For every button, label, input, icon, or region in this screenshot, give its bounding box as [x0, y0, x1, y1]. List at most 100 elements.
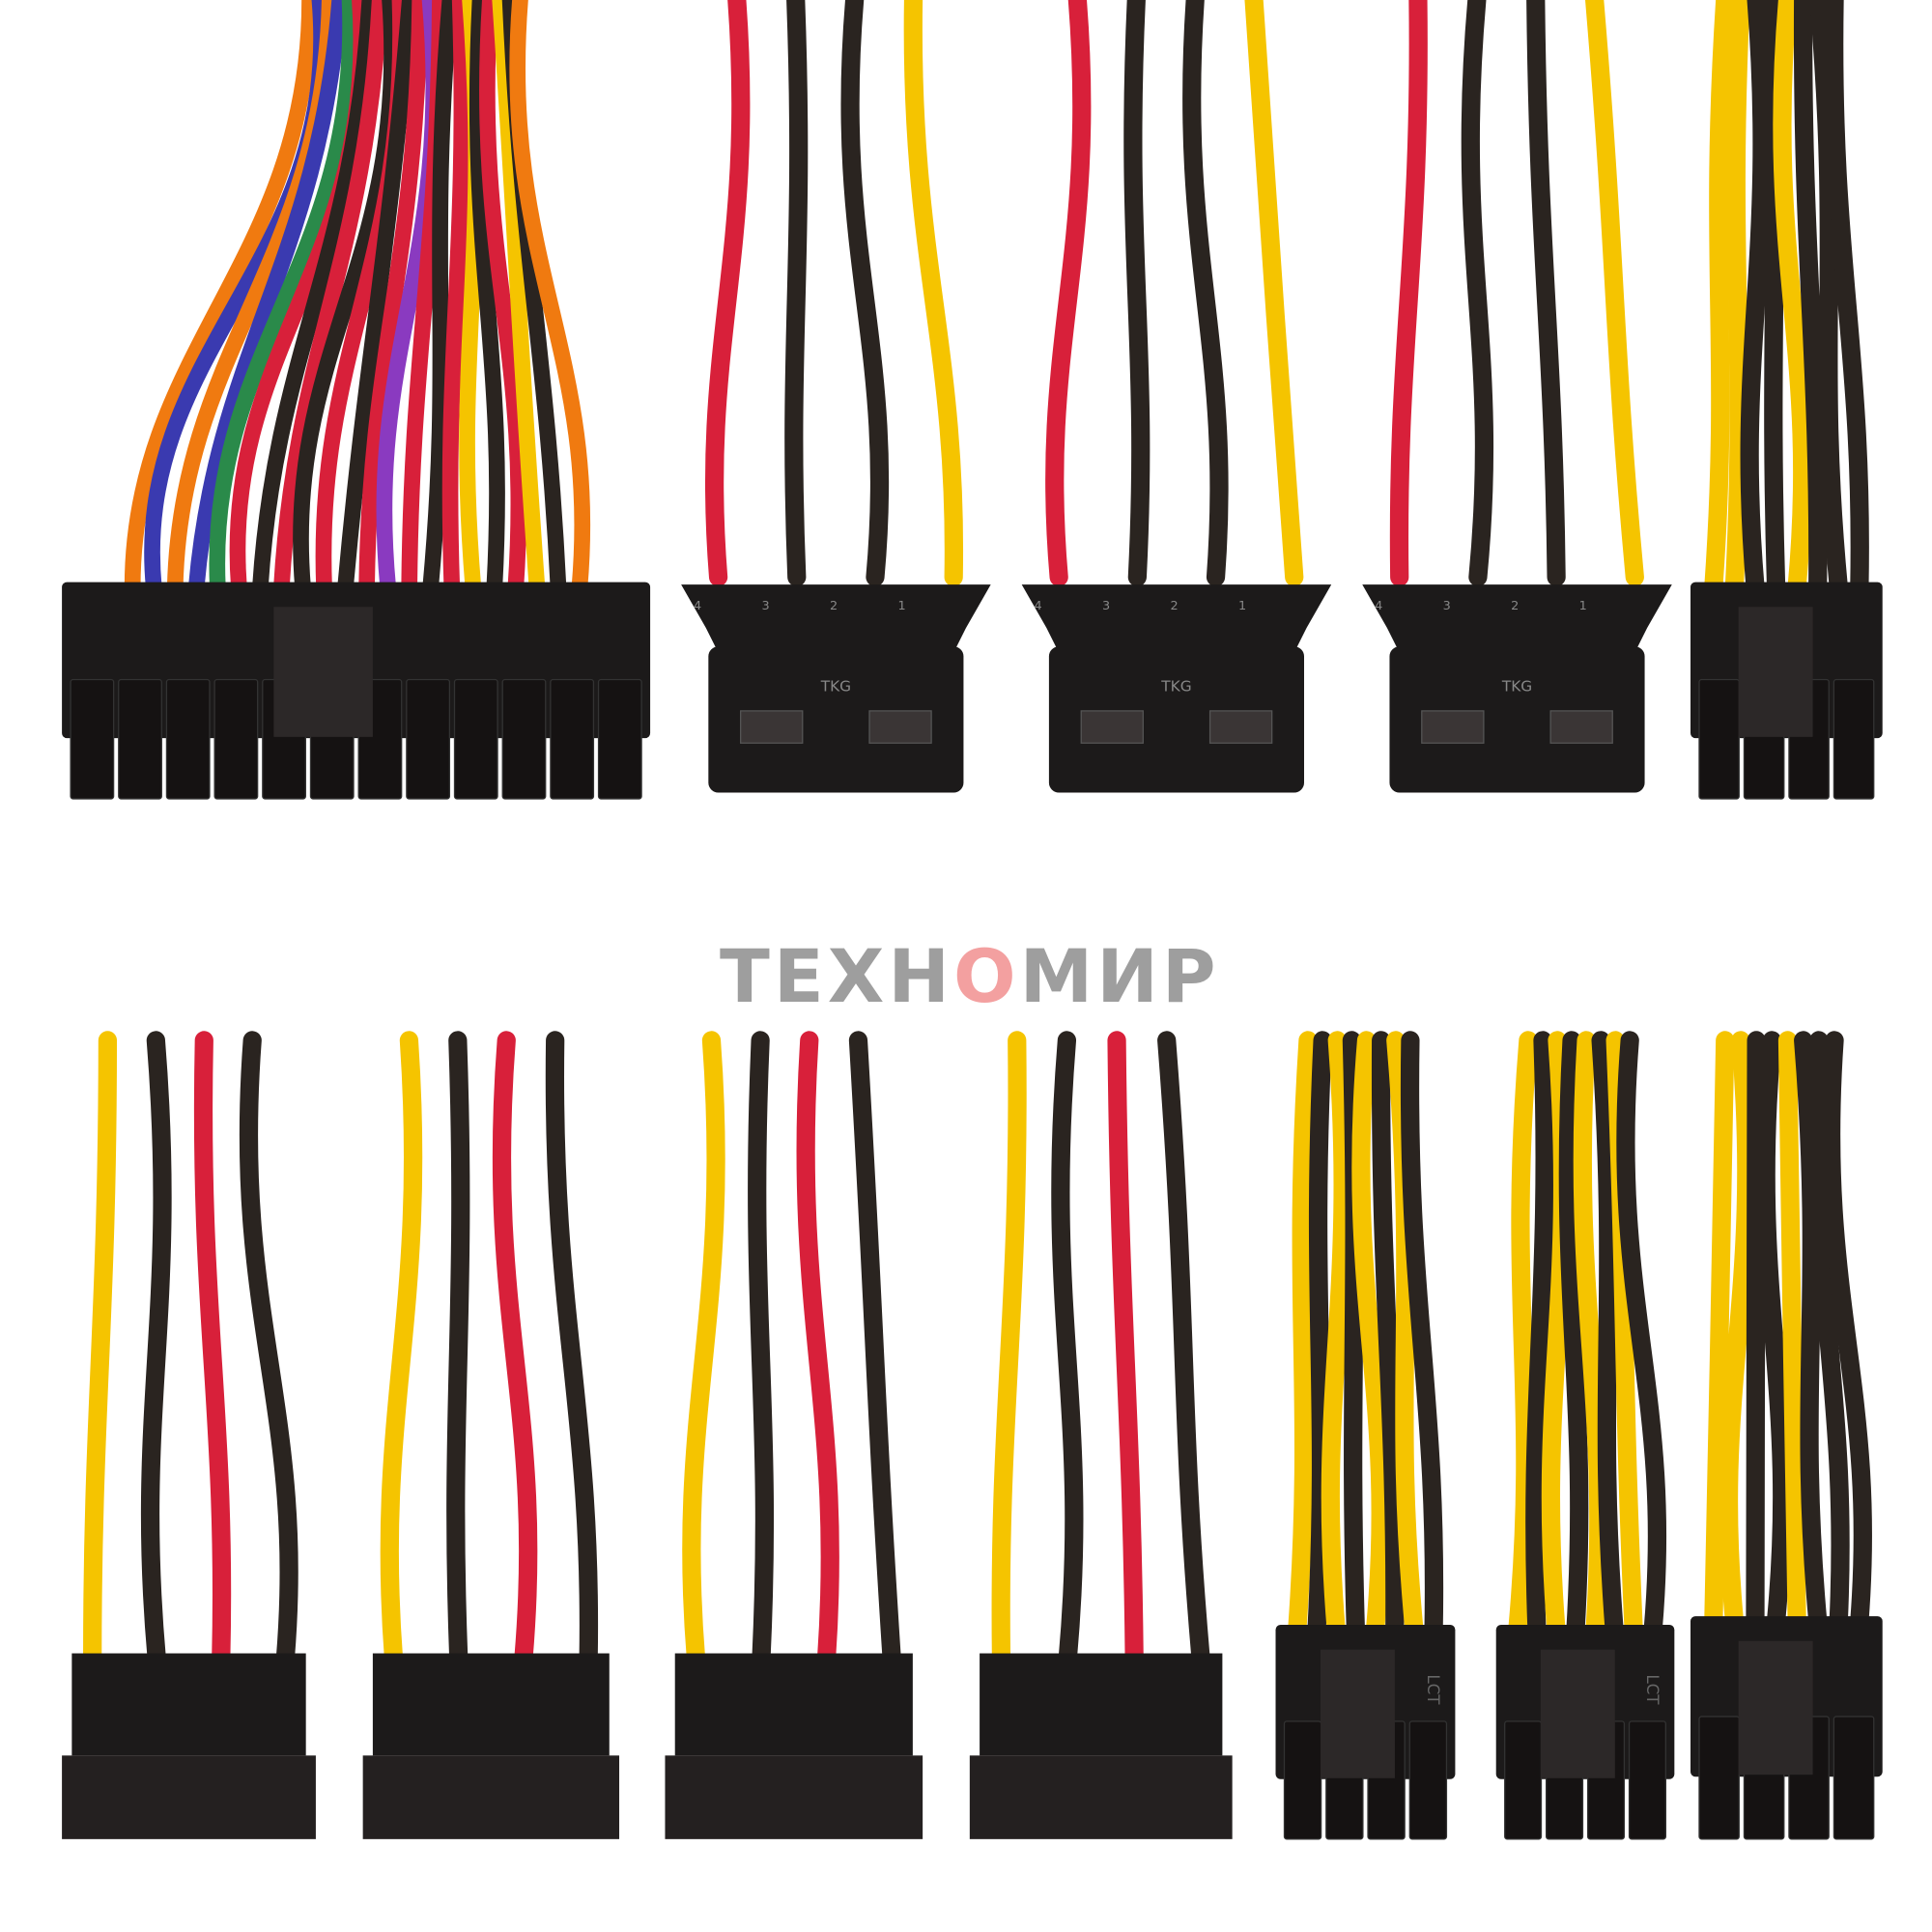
molex-body — [1048, 646, 1304, 793]
bottom-wire-black — [1746, 1031, 1766, 1631]
molex-brand: TKG — [1501, 677, 1532, 695]
bottom-sata-connector — [62, 1653, 316, 1839]
pin-number: 1 — [1238, 599, 1246, 613]
bottom-sata-connector — [665, 1653, 923, 1839]
pin-number: 3 — [1102, 599, 1110, 613]
top-wire-red — [358, 0, 429, 596]
top-wire-black — [1461, 0, 1494, 587]
bottom-wire-red — [1107, 1031, 1144, 1668]
sata-hood — [980, 1653, 1223, 1756]
top-wire-orange — [509, 0, 591, 596]
bottom-wire-yellow — [1704, 1031, 1735, 1631]
pin-number: 4 — [694, 599, 701, 613]
latch-clip — [1320, 1649, 1395, 1778]
bottom-wire-black — [1051, 1031, 1084, 1668]
bottom-wire-yellow — [1719, 1031, 1756, 1631]
molex-hood — [1021, 584, 1332, 653]
top-wire-yellow — [903, 0, 964, 587]
top-wire-black — [1182, 0, 1229, 587]
bottom-wire-black — [140, 1031, 172, 1668]
bottom-wire-black — [1616, 1031, 1667, 1639]
bottom-sata-connector — [362, 1653, 620, 1839]
latch-clip — [1738, 607, 1813, 737]
bottom-wire-black — [1400, 1031, 1444, 1639]
pin-socket — [550, 678, 595, 800]
pin-socket — [597, 678, 642, 800]
logo-text-end: МИР — [1019, 932, 1220, 1019]
bottom-wire-black — [239, 1031, 298, 1668]
pin-socket — [1283, 1720, 1322, 1840]
bottom-wire-black — [545, 1031, 599, 1668]
pin-socket — [70, 678, 115, 800]
pin-number: 1 — [1579, 599, 1587, 613]
sata-body — [362, 1755, 620, 1839]
pin-number: 3 — [761, 599, 769, 613]
bottom-wire-yellow — [991, 1031, 1027, 1668]
pin-socket — [213, 678, 259, 800]
pin-number: 4 — [1035, 599, 1042, 613]
pin-socket — [501, 678, 547, 800]
pcie-brand: LCT — [1643, 1674, 1662, 1705]
bottom-wire-black — [748, 1031, 775, 1668]
molex-latch-window — [868, 710, 932, 744]
molex-brand: TKG — [820, 677, 851, 695]
sata-hood — [372, 1653, 610, 1756]
pin-number: 2 — [1511, 599, 1519, 613]
top-wire-yellow — [1585, 0, 1644, 587]
molex-latch-window — [1421, 710, 1485, 744]
bottom-pcie-8pin-connector: LCT — [1275, 1625, 1456, 1840]
pin-socket — [1698, 1716, 1740, 1840]
bottom-sata-connector — [969, 1653, 1233, 1839]
top-wire-black — [1526, 0, 1566, 587]
pin-socket — [1833, 678, 1875, 800]
latch-clip — [273, 607, 373, 737]
bottom-wire-black — [1558, 1031, 1589, 1639]
bottom-wire-black — [1525, 1031, 1554, 1639]
top-wire-red — [1045, 0, 1092, 587]
pin-socket — [453, 678, 498, 800]
bottom-wire-yellow — [380, 1031, 423, 1668]
pin-socket — [1408, 1720, 1448, 1840]
bottom-wire-black — [848, 1031, 901, 1668]
pin-number: 2 — [830, 599, 838, 613]
bottom-wire-yellow — [1351, 1031, 1390, 1639]
molex-body — [1389, 646, 1645, 793]
top-wire-yellow — [1704, 0, 1735, 597]
top-wire-yellow — [492, 0, 546, 596]
top-wire-blue — [187, 0, 348, 596]
sata-body — [665, 1755, 923, 1839]
sata-body — [62, 1755, 316, 1839]
top-wire-black — [840, 0, 890, 587]
bottom-wire-red — [193, 1031, 232, 1668]
pin-number: 1 — [897, 599, 905, 613]
molex-latch-window — [1549, 710, 1613, 744]
latch-clip — [1540, 1649, 1615, 1778]
bottom-wire-yellow — [682, 1031, 725, 1668]
bottom-wire-black — [1157, 1031, 1210, 1668]
top-wire-black — [1793, 0, 1828, 597]
bottom-wire-black — [446, 1031, 470, 1668]
top-wire-red — [273, 0, 388, 596]
bottom-wire-red — [796, 1031, 839, 1668]
bottom-wire-yellow — [1288, 1031, 1318, 1639]
top-eps-8pin-connector — [1690, 582, 1883, 800]
top-wire-red — [441, 0, 470, 596]
top-wire-green — [209, 0, 358, 596]
bottom-wire-black — [1371, 1031, 1405, 1639]
bottom-wire-black — [1307, 1031, 1332, 1639]
pin-socket — [118, 678, 162, 800]
bottom-wire-yellow — [83, 1031, 118, 1668]
pin-number: 4 — [1375, 599, 1382, 613]
molex-latch-window — [1080, 710, 1144, 744]
pin-number: 3 — [1443, 599, 1451, 613]
top-wire-yellow — [1773, 0, 1812, 597]
bottom-wire-black — [1591, 1031, 1624, 1639]
bottom-wire-yellow — [1508, 1031, 1538, 1639]
top-wire-black — [1123, 0, 1151, 587]
top-wire-black — [469, 0, 505, 596]
pin-socket — [1698, 678, 1740, 800]
bottom-wire-yellow — [1777, 1031, 1806, 1631]
